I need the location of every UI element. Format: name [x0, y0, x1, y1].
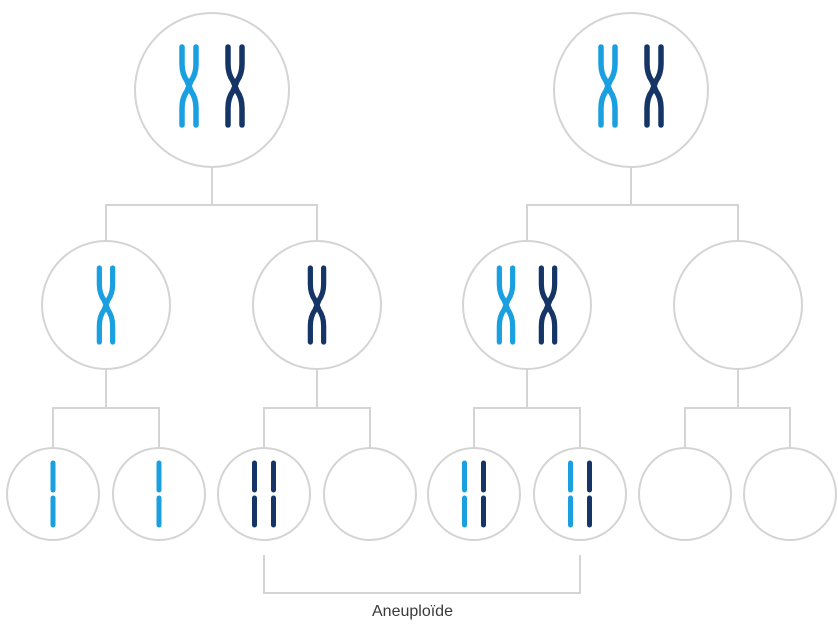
x-chromosome-light-icon: [96, 265, 116, 345]
x-chromosome-dark-icon: [538, 265, 558, 345]
cell-gamete-1: [6, 447, 100, 541]
cell-meiosis1-3: [462, 240, 592, 370]
connector-left-top-bar: [105, 204, 318, 241]
x-chromosome-dark-icon: [225, 44, 245, 128]
cell-gamete-5: [427, 447, 521, 541]
x-chromosome-light-icon: [496, 265, 516, 345]
x-chromosome-light-icon: [598, 44, 618, 128]
cell-gamete-7: [638, 447, 732, 541]
aneuploid-caption: Aneuploïde: [372, 603, 453, 620]
x-chromosome-dark-icon: [644, 44, 664, 128]
cell-gamete-6: [533, 447, 627, 541]
connector-gametes-3-bar: [473, 407, 581, 448]
connector-right-top-bar: [526, 204, 739, 241]
cells-group: [6, 12, 837, 541]
aneuploid-bracket: [263, 555, 581, 594]
x-chromosome-light-icon: [179, 44, 199, 128]
connector-gametes-4-bar: [684, 407, 791, 448]
cell-gamete-2: [112, 447, 206, 541]
x-chromosome-dark-icon: [307, 265, 327, 345]
cell-parent-right: [553, 12, 709, 168]
connector-lines: [52, 167, 791, 594]
cell-gamete-4: [323, 447, 417, 541]
cell-parent-left: [134, 12, 290, 168]
cell-meiosis1-4: [673, 240, 803, 370]
cell-gamete-3: [217, 447, 311, 541]
connector-gametes-1-bar: [52, 407, 160, 448]
connector-gametes-2-bar: [263, 407, 371, 448]
cell-gamete-8: [743, 447, 837, 541]
